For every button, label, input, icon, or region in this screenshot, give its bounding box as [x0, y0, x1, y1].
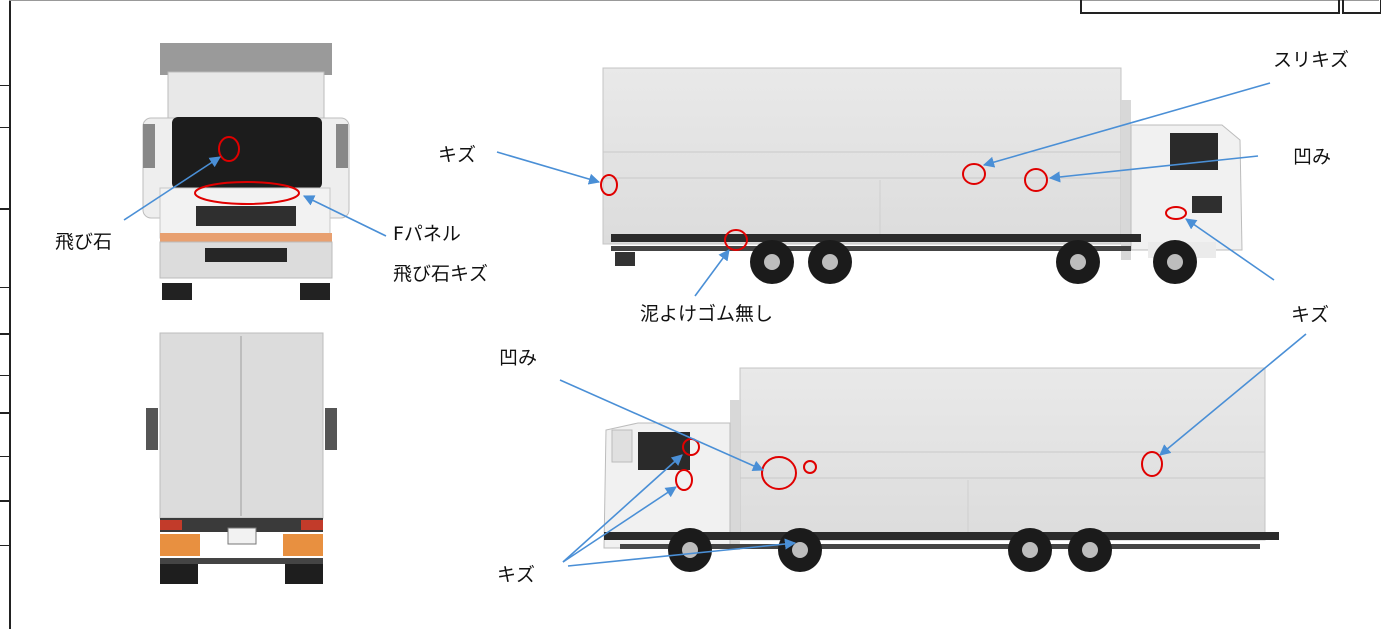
- label-kizu-rear-right: キズ: [438, 144, 477, 166]
- wheel: [778, 528, 822, 572]
- label-f-panel: Fパネル: [393, 223, 461, 245]
- right-side-view: [602, 67, 1243, 284]
- frame-top-border: [9, 0, 1379, 1]
- label-hekomi-right: 凹み: [1293, 146, 1332, 168]
- damage-marker: [803, 460, 817, 474]
- damage-marker: [962, 163, 986, 185]
- frame-tick: [0, 456, 9, 457]
- leader-arrow: [1048, 155, 1259, 183]
- rear-view: [146, 332, 337, 584]
- damage-marker: [761, 456, 797, 490]
- leader-arrow: [123, 156, 221, 221]
- leader-arrow: [496, 151, 601, 185]
- label-kizu-right-cab: キズ: [1291, 304, 1330, 326]
- label-kizu-left-cab: キズ: [497, 564, 536, 586]
- label-surikizu: スリキズ: [1273, 49, 1350, 71]
- damage-marker: [600, 174, 618, 196]
- leader-arrow: [1159, 333, 1307, 456]
- frame-tick: [0, 333, 9, 335]
- frame-tick: [0, 375, 9, 376]
- wheel: [808, 240, 852, 284]
- wheel: [1068, 528, 1112, 572]
- leader-arrow: [302, 195, 387, 237]
- leader-arrow: [567, 538, 797, 567]
- leader-arrow: [694, 249, 730, 297]
- frame-tick: [0, 500, 9, 502]
- damage-marker: [724, 229, 748, 251]
- damage-marker: [1165, 206, 1187, 220]
- leader-arrow: [559, 379, 765, 472]
- damage-marker: [682, 438, 700, 456]
- damage-marker: [194, 181, 300, 205]
- frame-tick: [0, 287, 9, 288]
- frame-left-border: [0, 0, 11, 629]
- frame-tick: [0, 127, 9, 128]
- wheel: [1056, 240, 1100, 284]
- wheel: [1008, 528, 1052, 572]
- left-side-view: [603, 367, 1279, 572]
- label-tobi-ishi: 飛び石: [55, 231, 113, 253]
- label-hekomi-left: 凹み: [499, 347, 538, 369]
- damage-marker: [1141, 451, 1163, 477]
- frame-tick: [0, 412, 9, 414]
- frame-corner-box: [1080, 0, 1340, 14]
- wheel: [668, 528, 712, 572]
- damage-marker: [1024, 168, 1048, 192]
- label-doroyoke: 泥よけゴム無し: [640, 303, 774, 325]
- front-view: [142, 43, 350, 300]
- wheel: [1153, 240, 1197, 284]
- damage-marker: [218, 136, 240, 162]
- frame-tick: [0, 208, 9, 210]
- damage-marker: [675, 469, 693, 491]
- frame-tick: [0, 85, 9, 86]
- frame-tick: [0, 545, 9, 546]
- leader-arrow: [562, 486, 677, 563]
- leader-arrow: [562, 454, 683, 563]
- label-f-panel-2: 飛び石キズ: [393, 263, 489, 285]
- wheel: [750, 240, 794, 284]
- leader-arrow: [982, 82, 1271, 168]
- leader-arrow: [1185, 218, 1275, 281]
